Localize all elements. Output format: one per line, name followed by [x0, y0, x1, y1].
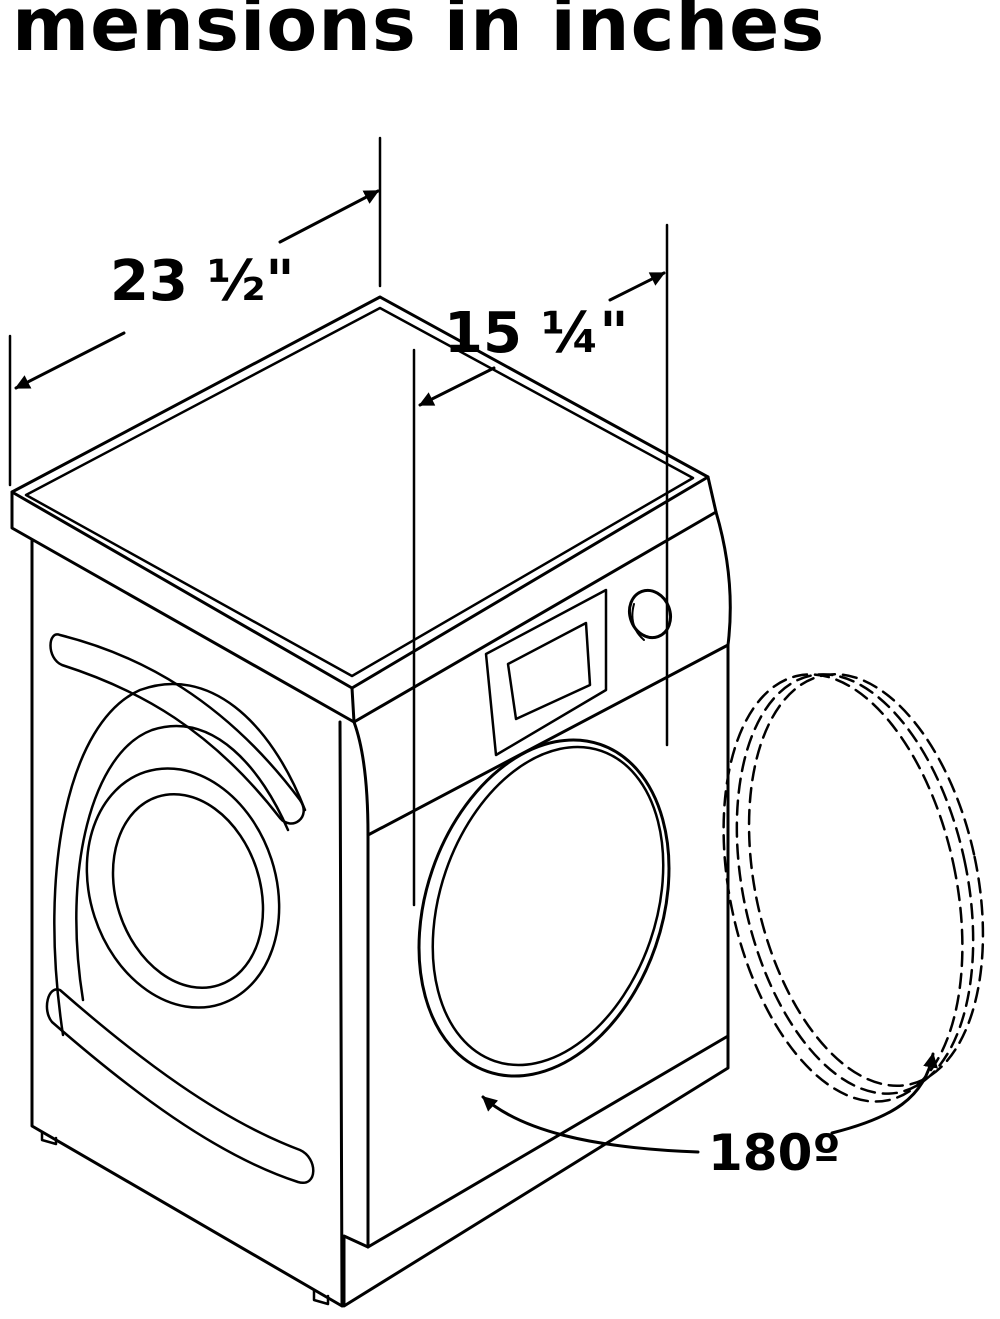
foot-right: [312, 1288, 330, 1306]
width-label: 23 ½": [110, 249, 295, 314]
width-arrow-left: [14, 331, 126, 390]
display-bezel: [484, 588, 608, 757]
top-panel-inner-edge: [24, 306, 695, 678]
side-swirl-decoration: [45, 633, 315, 1184]
depth-arrow-right: [608, 271, 666, 302]
dryer-appliance: [10, 295, 732, 1308]
program-knob-icon: [627, 588, 673, 641]
depth-arrow-left: [418, 366, 496, 407]
depth-dimension: [412, 223, 669, 907]
door-swing-arrow: [481, 1052, 938, 1154]
foot-left: [40, 1130, 58, 1146]
control-panel-lower-edge: [366, 643, 730, 837]
door-opening: [417, 738, 671, 1078]
width-dimension: [8, 136, 382, 487]
page-title: mensions in inches: [12, 0, 826, 68]
display-screen: [506, 621, 592, 721]
side-panel: [30, 538, 344, 1308]
door-angle-label: 180º: [708, 1124, 841, 1182]
front-panel: [342, 510, 732, 1308]
depth-label: 15 ¼": [444, 301, 629, 366]
open-door-outline: [722, 673, 985, 1103]
front-kickplate: [366, 1034, 730, 1249]
width-arrow-right: [278, 189, 380, 244]
